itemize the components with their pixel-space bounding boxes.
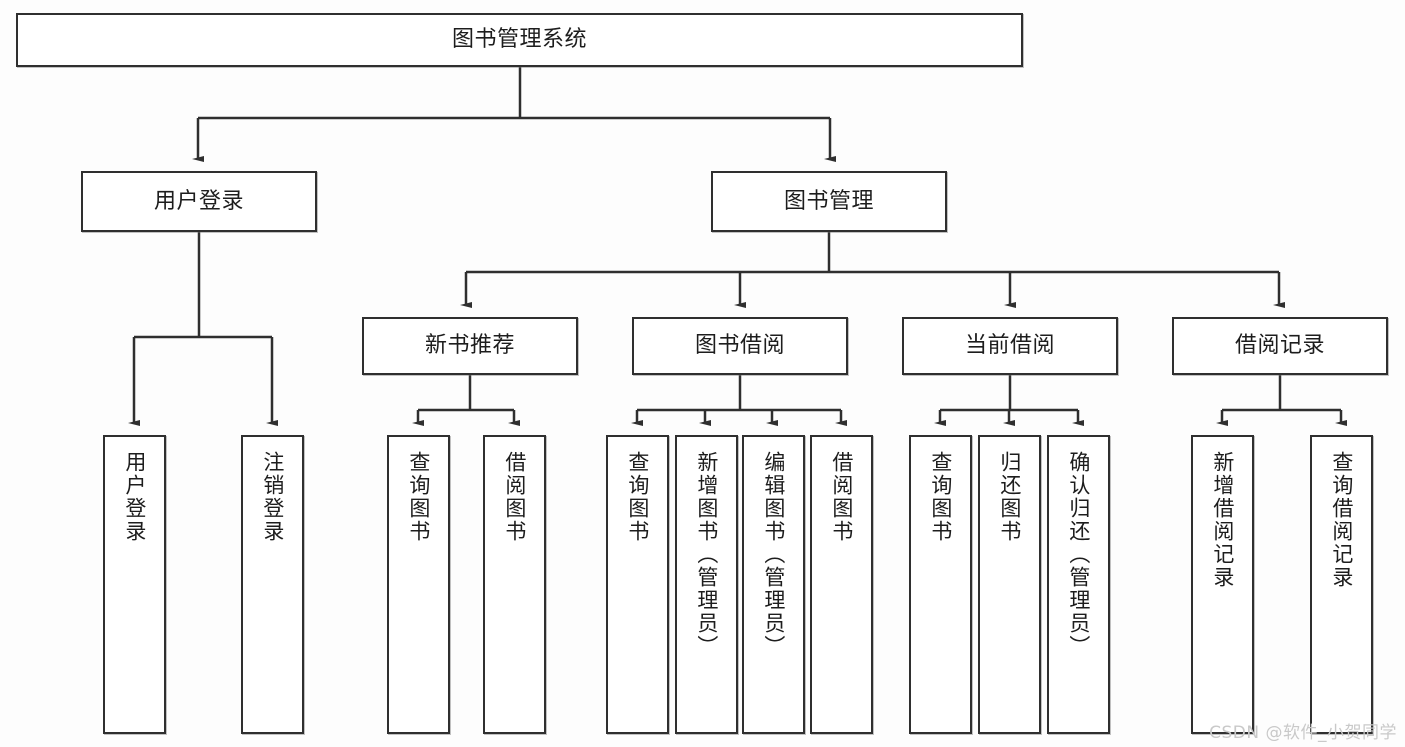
node-label: 查询图书: [406, 451, 431, 543]
node-label: 图书管理: [783, 188, 874, 214]
node-label: 图书管理系统: [451, 27, 587, 53]
leaf-user-login[interactable]: 用户登录: [103, 435, 166, 734]
leaf-query-book-current[interactable]: 查询图书: [909, 435, 972, 734]
node-new-book-recommend[interactable]: 新书推荐: [362, 317, 578, 375]
node-user-login[interactable]: 用户登录: [81, 171, 317, 232]
leaf-query-book-borrow[interactable]: 查询图书: [606, 435, 669, 734]
node-label: 确认归还（管理员）: [1066, 451, 1091, 658]
node-label: 用户登录: [153, 188, 244, 214]
leaf-logout[interactable]: 注销登录: [241, 435, 304, 734]
leaf-query-borrow-record[interactable]: 查询借阅记录: [1310, 435, 1373, 734]
node-root-system[interactable]: 图书管理系统: [16, 13, 1023, 67]
leaf-borrow-book-recommend[interactable]: 借阅图书: [483, 435, 546, 734]
node-label: 借阅图书: [502, 451, 527, 543]
node-label: 查询图书: [928, 451, 953, 543]
leaf-add-book-admin[interactable]: 新增图书（管理员）: [675, 435, 738, 734]
leaf-edit-book-admin[interactable]: 编辑图书（管理员）: [742, 435, 805, 734]
node-label: 当前借阅: [964, 333, 1055, 359]
node-label: 新增图书（管理员）: [694, 451, 719, 658]
leaf-query-book-recommend[interactable]: 查询图书: [387, 435, 450, 734]
node-label: 借阅图书: [829, 451, 854, 543]
leaf-borrow-book[interactable]: 借阅图书: [810, 435, 873, 734]
node-label: 用户登录: [122, 451, 147, 543]
node-current-borrow[interactable]: 当前借阅: [902, 317, 1118, 375]
node-label: 归还图书: [997, 451, 1022, 543]
leaf-confirm-return-admin[interactable]: 确认归还（管理员）: [1047, 435, 1110, 734]
watermark-text: CSDN @软件_小贺同学: [1209, 723, 1397, 743]
node-label: 注销登录: [260, 451, 285, 543]
leaf-return-book[interactable]: 归还图书: [978, 435, 1041, 734]
leaf-add-borrow-record[interactable]: 新增借阅记录: [1191, 435, 1254, 734]
node-borrow-record[interactable]: 借阅记录: [1172, 317, 1388, 375]
node-label: 借阅记录: [1234, 333, 1325, 359]
node-label: 新书推荐: [424, 333, 515, 359]
node-book-borrow[interactable]: 图书借阅: [632, 317, 848, 375]
node-book-management[interactable]: 图书管理: [711, 171, 947, 232]
node-label: 新增借阅记录: [1210, 451, 1235, 589]
node-label: 图书借阅: [694, 333, 785, 359]
node-label: 查询借阅记录: [1329, 451, 1354, 589]
node-label: 编辑图书（管理员）: [761, 451, 786, 658]
node-label: 查询图书: [625, 451, 650, 543]
